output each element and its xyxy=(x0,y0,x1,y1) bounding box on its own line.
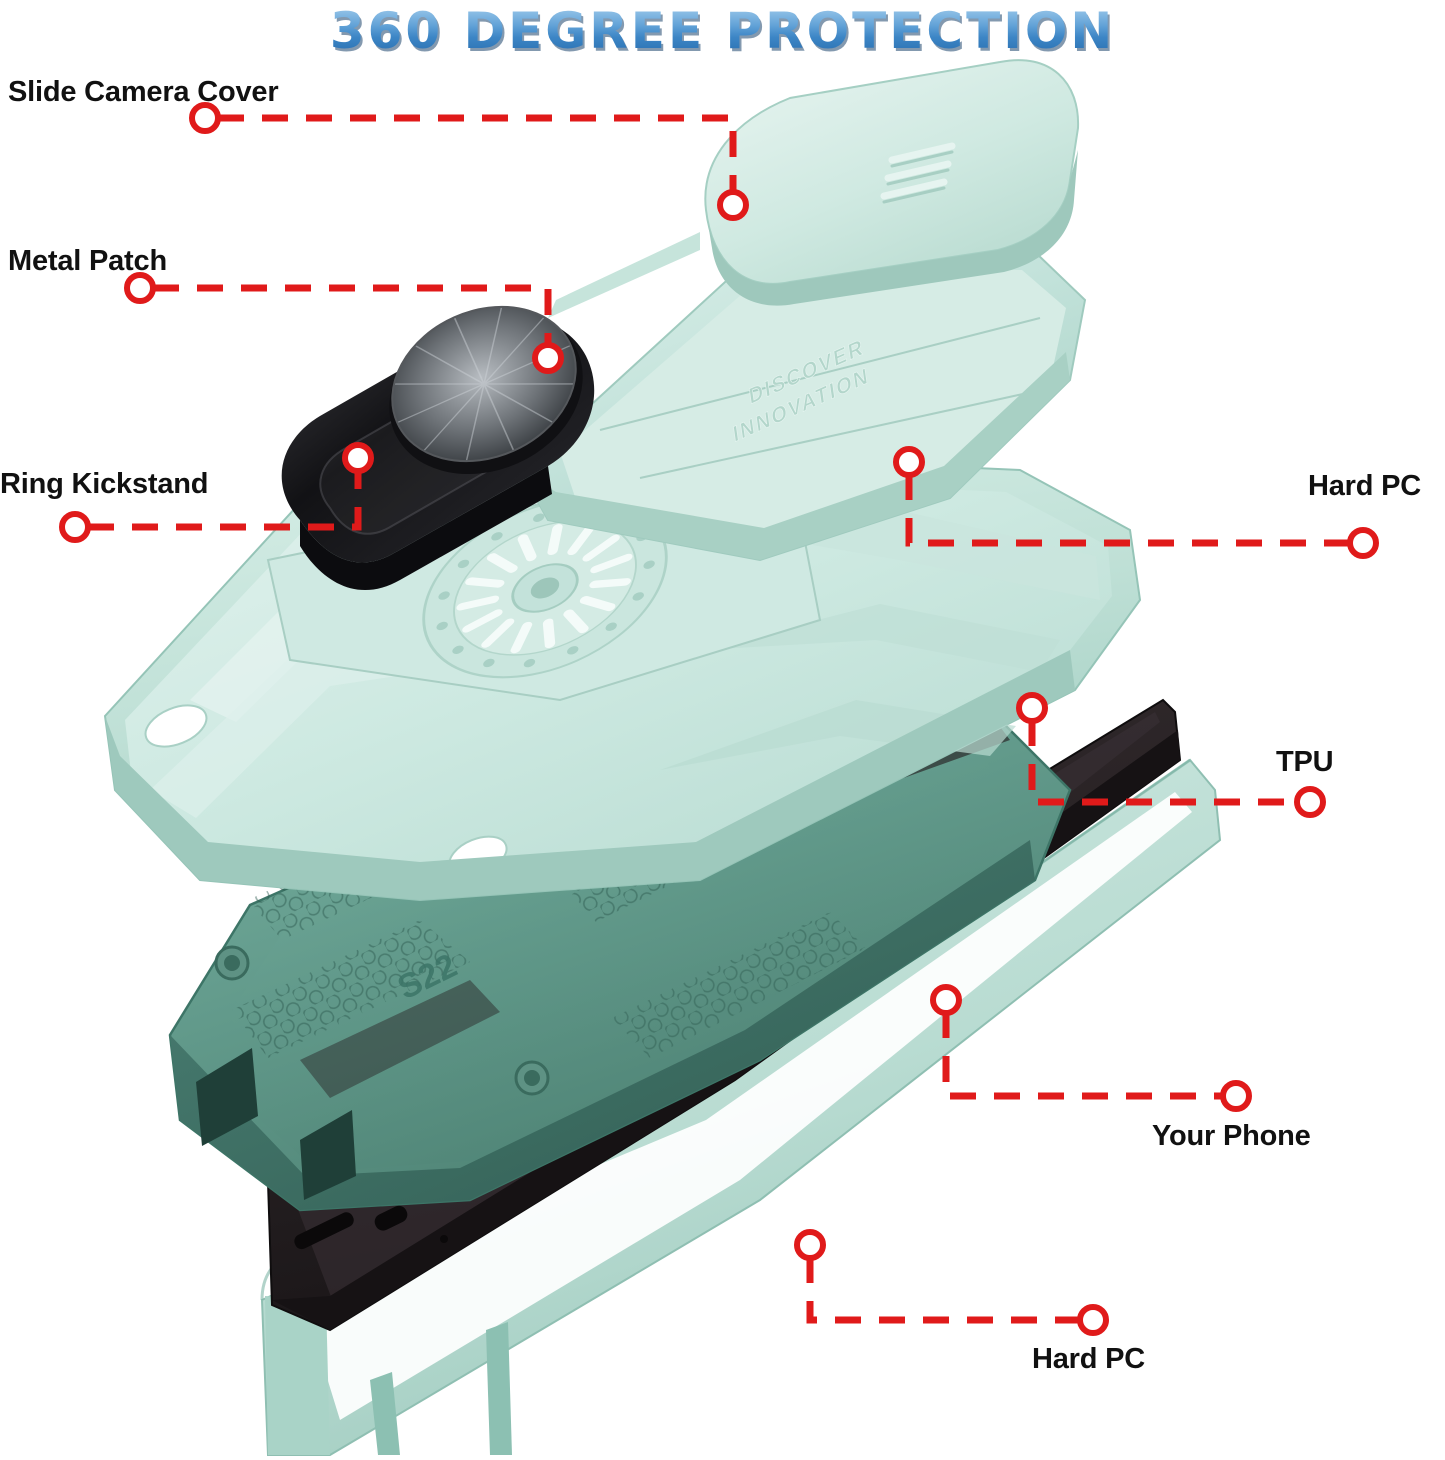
label-slide-camera-cover: Slide Camera Cover xyxy=(8,76,279,108)
marker-slide-camera-cover-target xyxy=(717,189,749,221)
layer-slide-camera-cover xyxy=(548,59,1080,318)
page-title: 360 DEGREE PROTECTION xyxy=(329,2,1116,60)
callout-lines xyxy=(88,114,1350,1324)
label-metal-patch: Metal Patch xyxy=(8,245,167,277)
label-tpu: TPU xyxy=(1276,746,1334,778)
marker-tpu-target xyxy=(1016,692,1048,724)
layer-back-cover-panel: DISCOVER INNOVATION xyxy=(518,248,1087,562)
marker-hard-pc-top-target xyxy=(893,446,925,478)
callout-line-ring-kickstand xyxy=(88,470,362,531)
callout-line-hard-pc-bottom xyxy=(806,1257,1080,1324)
callout-markers xyxy=(59,102,1379,1336)
marker-ring-kickstand-target xyxy=(342,442,374,474)
metal-patch-disc xyxy=(389,305,583,475)
radial-vent-pattern xyxy=(422,497,668,679)
label-hard-pc-bottom: Hard PC xyxy=(1032,1343,1146,1375)
callout-line-hard-pc-top xyxy=(905,474,1350,547)
title-banner: 360 DEGREE PROTECTION xyxy=(0,0,1445,62)
marker-your-phone-target xyxy=(930,984,962,1016)
marker-slide-camera-cover-label xyxy=(189,102,221,134)
callout-line-your-phone xyxy=(942,1012,1223,1100)
marker-ring-kickstand-label xyxy=(59,511,91,543)
marker-your-phone-label xyxy=(1220,1080,1252,1112)
marker-hard-pc-bottom-label xyxy=(1077,1304,1109,1336)
label-ring-kickstand: Ring Kickstand xyxy=(0,468,209,500)
marker-tpu-label xyxy=(1294,786,1326,818)
marker-hard-pc-top-label xyxy=(1347,527,1379,559)
callout-line-slide-camera-cover xyxy=(218,114,737,192)
layer-front-frame-hard-pc xyxy=(260,758,1222,1456)
marker-metal-patch-label xyxy=(124,272,156,304)
marker-metal-patch-target xyxy=(532,342,564,374)
label-your-phone: Your Phone xyxy=(1152,1120,1311,1152)
label-hard-pc-top: Hard PC xyxy=(1308,470,1422,502)
ring-kickstand-assembly xyxy=(281,305,595,591)
marker-hard-pc-bottom-target xyxy=(794,1229,826,1261)
